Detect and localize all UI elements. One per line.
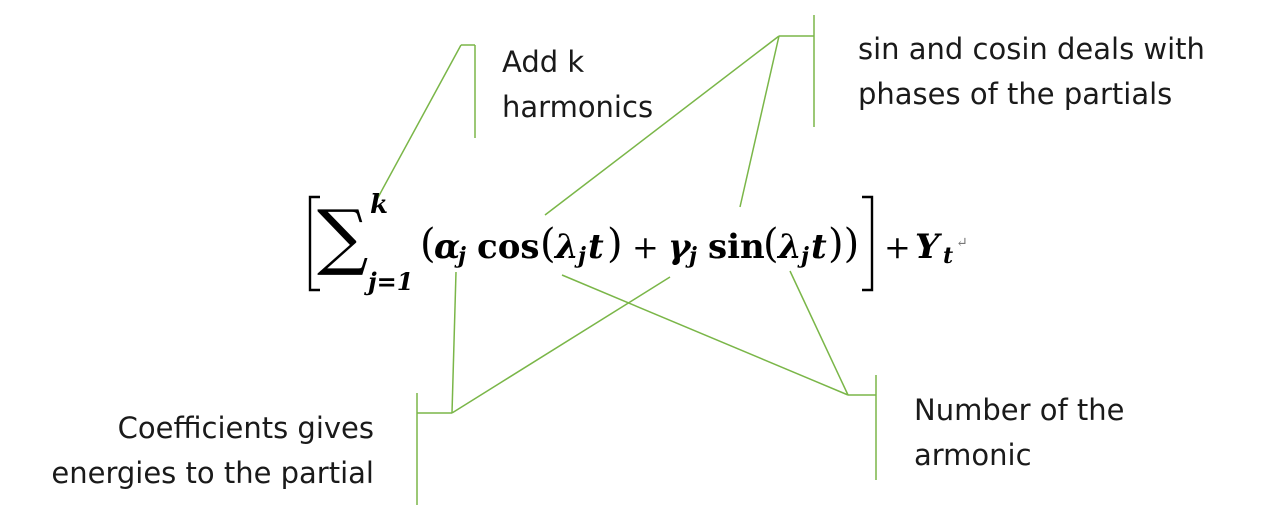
right-square-bracket — [862, 195, 874, 292]
left-square-bracket — [308, 195, 320, 292]
add-k-connector — [374, 44, 462, 204]
formula-cos: cos — [477, 227, 540, 267]
formula-sin: sin — [708, 227, 765, 267]
label-add-k-line2: harmonics — [502, 90, 654, 124]
label-sin-cosin: sin and cosin deals with phases of the p… — [858, 27, 1205, 117]
formula-plus-1: + — [632, 228, 659, 266]
formula-upper-limit: k — [370, 190, 389, 220]
paragraph-mark: ↵ — [956, 235, 968, 251]
formula-open-paren: ( — [420, 221, 436, 267]
formula-lower-limit: j=1 — [368, 267, 414, 296]
label-sin-cosin-line2: phases of the partials — [858, 77, 1173, 111]
number-connector-lambda2 — [789, 270, 849, 396]
coefficients-connector-alpha — [451, 271, 457, 414]
sin-cosin-connector-cos — [544, 35, 780, 216]
formula-alpha-subscript: j — [458, 243, 466, 269]
formula-close-parens: )) — [828, 221, 860, 267]
formula-gamma-subscript: j — [689, 243, 697, 269]
formula-sin-open-paren: ( — [763, 221, 779, 267]
label-sin-cosin-line1: sin and cosin deals with — [858, 32, 1205, 66]
formula-lambda-1: λ — [555, 227, 579, 267]
formula-plus-2: + — [884, 228, 911, 266]
formula-alpha: α — [434, 227, 461, 267]
formula-sigma: ∑ — [317, 194, 369, 278]
formula-t-2: t — [811, 227, 827, 267]
formula-Y: Y — [915, 227, 940, 267]
formula-t-1: t — [588, 227, 604, 267]
coefficients-connector-gamma — [451, 276, 671, 414]
label-coefficients-line1: Coefficients gives — [117, 411, 374, 445]
formula-cos-close-paren: ) — [607, 221, 623, 267]
number-connector-lambda1 — [561, 274, 849, 396]
formula-gamma: γ — [668, 227, 691, 267]
formula-lambda-1-subscript: j — [578, 243, 586, 269]
label-number-line1: Number of the — [914, 393, 1125, 427]
label-coefficients: Coefficients gives energies to the parti… — [36, 406, 374, 496]
label-coefficients-line2: energies to the partial — [51, 456, 374, 490]
label-number-line2: armonic — [914, 438, 1032, 472]
label-add-k-line1: Add k — [502, 45, 585, 79]
formula-lambda-2: λ — [778, 227, 802, 267]
formula-cos-open-paren: ( — [540, 221, 556, 267]
sin-cosin-connector-sin — [739, 35, 780, 208]
formula-Y-subscript: t — [943, 243, 954, 269]
label-number-of-armonic: Number of the armonic — [914, 388, 1124, 478]
label-add-k-harmonics: Add k harmonics — [502, 40, 653, 130]
formula-lambda-2-subscript: j — [801, 243, 809, 269]
